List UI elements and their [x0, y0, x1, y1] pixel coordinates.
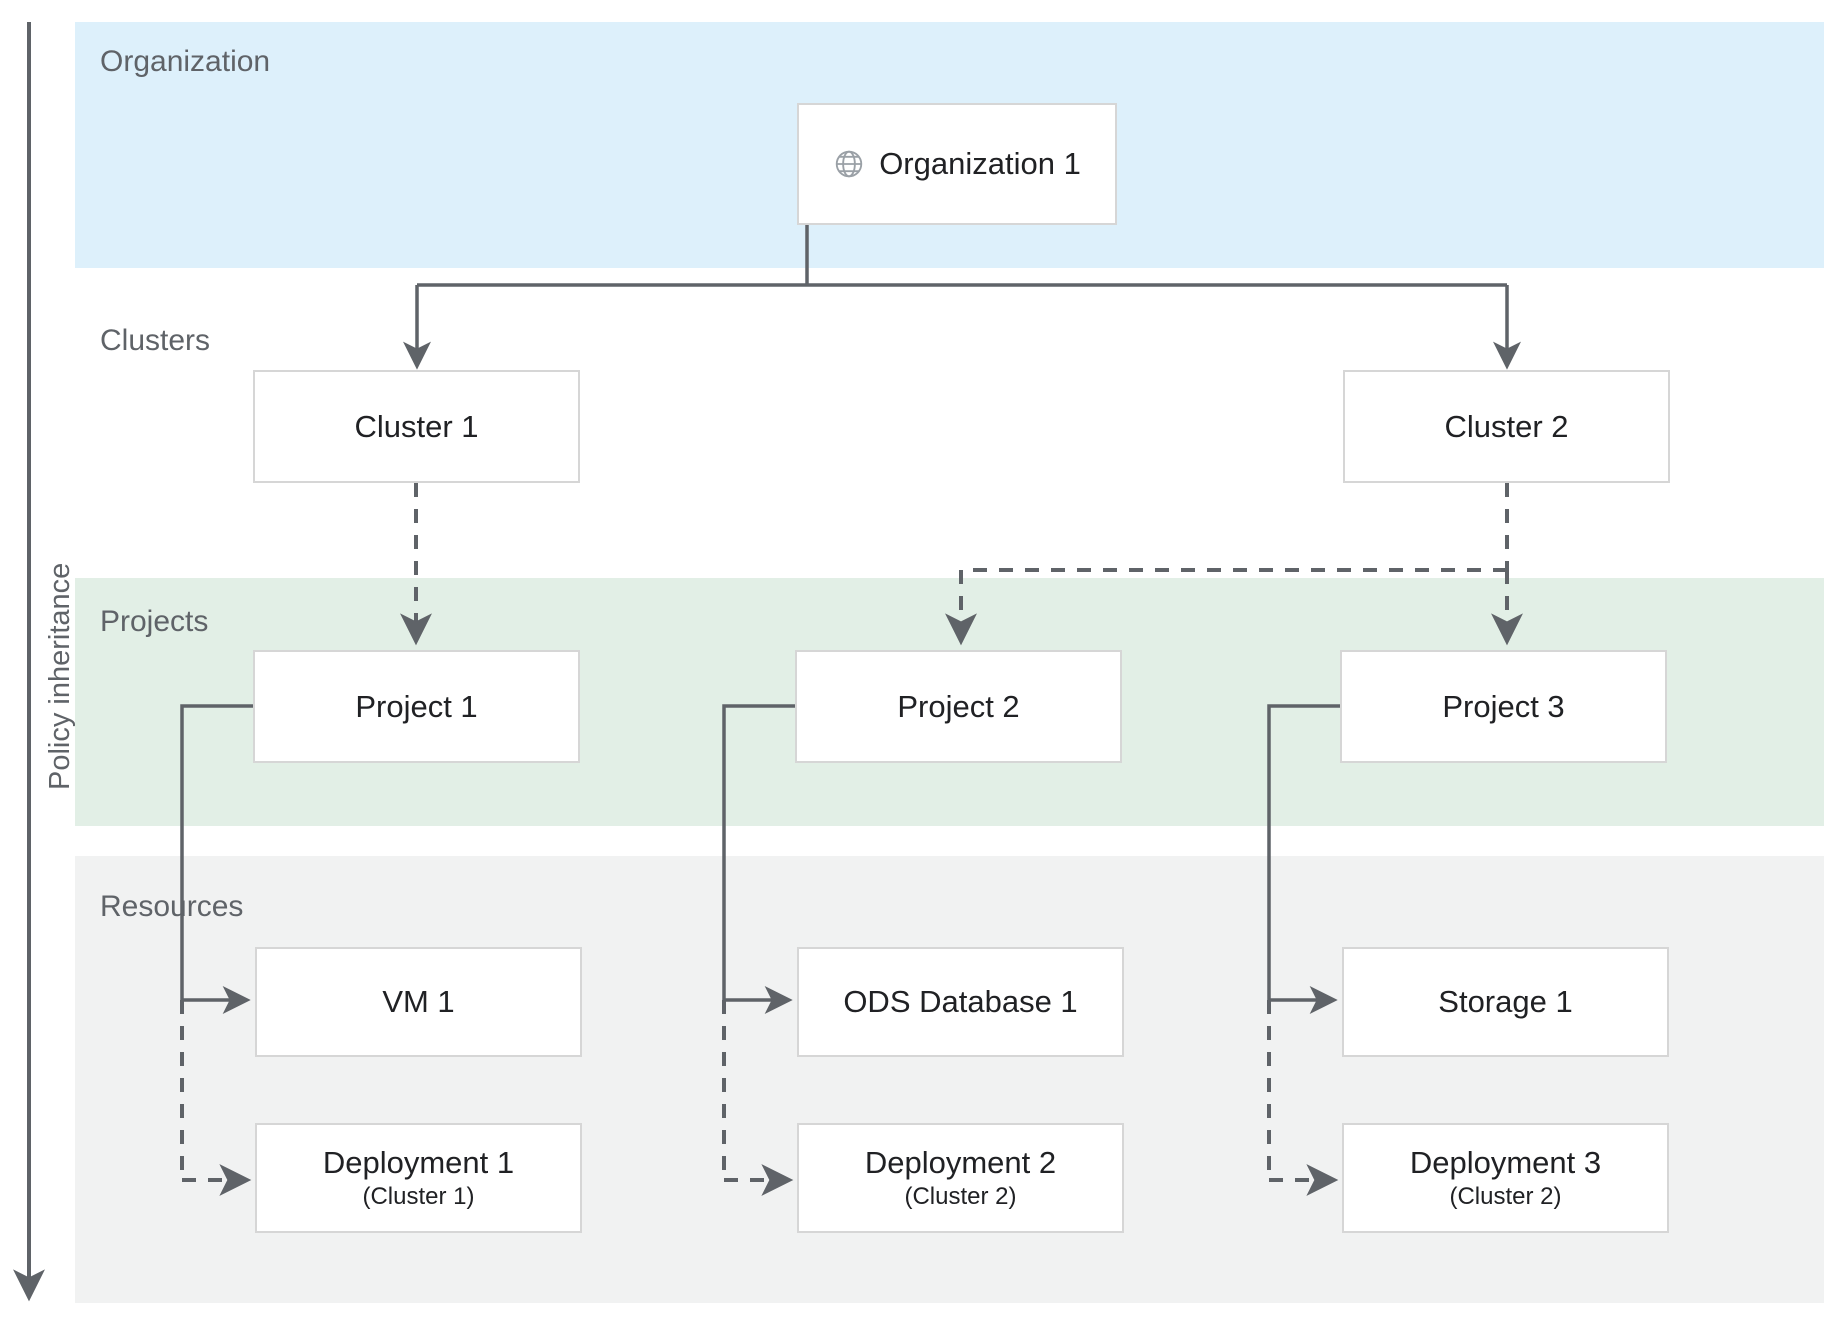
node-project-2[interactable]: Project 2: [795, 650, 1122, 763]
node-deployment-2[interactable]: Deployment 2 (Cluster 2): [797, 1123, 1124, 1233]
node-label-project-1: Project 1: [355, 688, 478, 724]
node-label-project-3: Project 3: [1442, 688, 1565, 724]
node-label-deployment-3: Deployment 3: [1409, 1145, 1602, 1180]
node-organization-1[interactable]: Organization 1: [797, 103, 1117, 225]
node-vm-1[interactable]: VM 1: [255, 947, 582, 1057]
node-sublabel-deployment-3: (Cluster 2): [1449, 1183, 1562, 1210]
node-label-cluster-2: Cluster 2: [1444, 408, 1569, 444]
globe-icon: [833, 148, 865, 180]
band-label-organization: Organization: [100, 45, 271, 78]
node-ods-database-1[interactable]: ODS Database 1: [797, 947, 1124, 1057]
node-deployment-3[interactable]: Deployment 3 (Cluster 2): [1342, 1123, 1669, 1233]
node-label-project-2: Project 2: [897, 688, 1020, 724]
node-sublabel-deployment-1: (Cluster 1): [362, 1183, 475, 1210]
node-sublabel-deployment-2: (Cluster 2): [904, 1183, 1017, 1210]
node-label-storage-1: Storage 1: [1438, 984, 1573, 1019]
node-cluster-2[interactable]: Cluster 2: [1343, 370, 1670, 483]
policy-inheritance-label: Policy inheritance: [44, 562, 76, 790]
node-label-cluster-1: Cluster 1: [354, 408, 479, 444]
node-deployment-1[interactable]: Deployment 1 (Cluster 1): [255, 1123, 582, 1233]
band-label-projects: Projects: [100, 605, 209, 638]
node-project-1[interactable]: Project 1: [253, 650, 580, 763]
node-label-deployment-2: Deployment 2: [864, 1145, 1057, 1180]
node-storage-1[interactable]: Storage 1: [1342, 947, 1669, 1057]
node-label-ods-database-1: ODS Database 1: [843, 984, 1078, 1019]
band-resources: [75, 856, 1824, 1303]
node-label-vm-1: VM 1: [382, 984, 455, 1019]
band-label-clusters: Clusters: [100, 324, 211, 357]
node-label-deployment-1: Deployment 1: [322, 1145, 515, 1180]
node-label-organization-1: Organization 1: [879, 146, 1081, 181]
node-project-3[interactable]: Project 3: [1340, 650, 1667, 763]
band-label-resources: Resources: [100, 890, 244, 923]
node-cluster-1[interactable]: Cluster 1: [253, 370, 580, 483]
